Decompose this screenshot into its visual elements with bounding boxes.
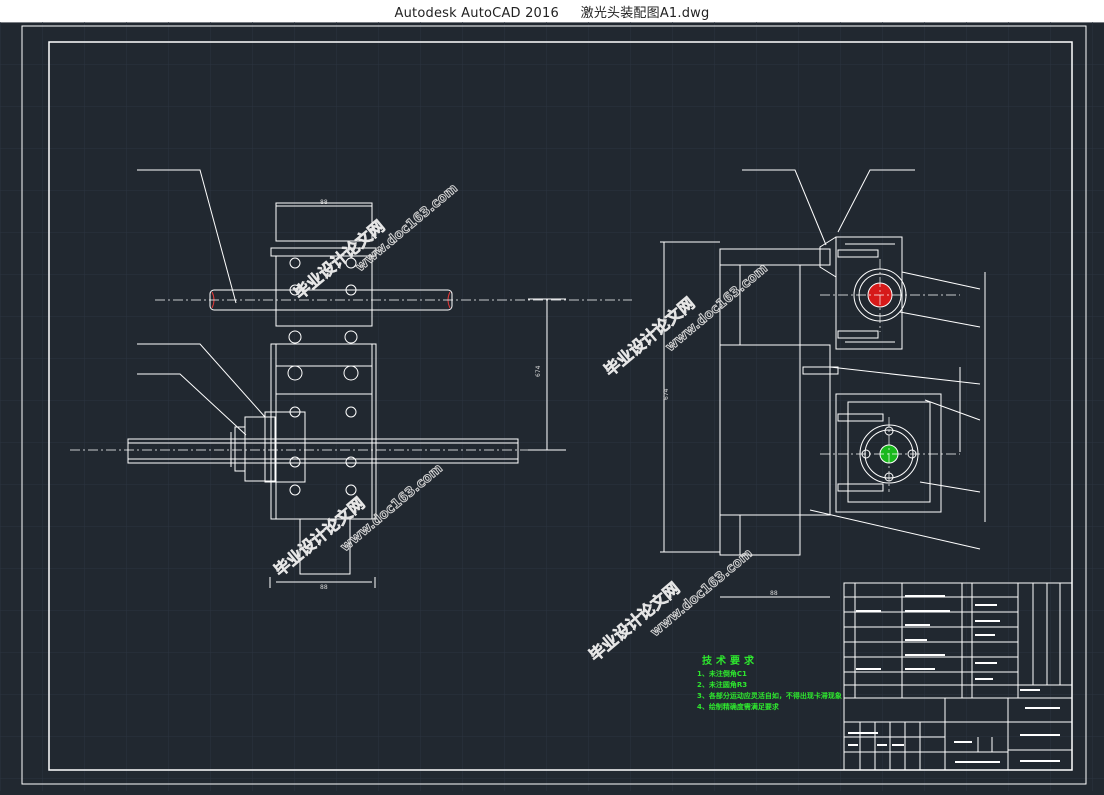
sheet-frame [21, 25, 1087, 785]
notes-line-4: 4、绘制精确度需满足要求 [697, 702, 780, 711]
drawing-canvas[interactable]: 88 88 674 [0, 22, 1104, 791]
side-view-centerlines [820, 259, 960, 492]
title-block-text-marks [848, 595, 1060, 763]
notes-title: 技术要求 [702, 654, 758, 667]
technical-requirements: 技术要求 1、未注倒角C1 2、未注圆角R3 3、各部分运动应灵活自如，不得出现… [697, 654, 842, 711]
notes-line-1: 1、未注倒角C1 [697, 669, 747, 678]
side-view [660, 169, 986, 598]
dim-height-right: 674 [663, 388, 670, 400]
front-view [127, 169, 566, 588]
dim-side-width: 88 [770, 590, 778, 597]
title-block [843, 582, 1073, 771]
front-view-centerlines [70, 299, 632, 451]
dim-width-top: 88 [320, 199, 328, 206]
window-title: Autodesk AutoCAD 2016 激光头装配图A1.dwg [394, 5, 710, 21]
notes-line-3: 3、各部分运动应灵活自如，不得出现卡滞现象 [697, 691, 842, 700]
window-title-bar: Autodesk AutoCAD 2016 激光头装配图A1.dwg [0, 0, 1104, 23]
dim-height-left: 674 [535, 365, 542, 377]
notes-line-2: 2、未注圆角R3 [697, 680, 747, 689]
background-grid [0, 22, 1104, 791]
dim-width-bottom: 88 [320, 584, 328, 591]
